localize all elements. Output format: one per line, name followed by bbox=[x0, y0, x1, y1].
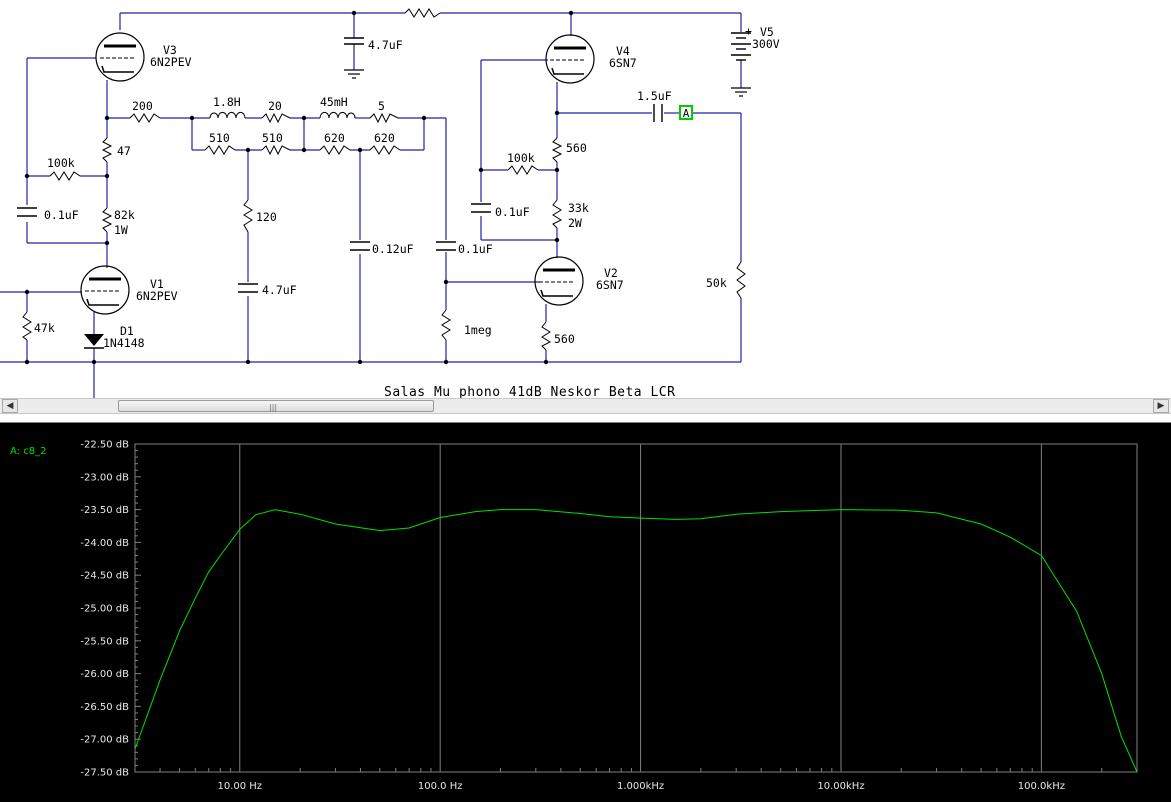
v5-ref: V5 bbox=[760, 25, 774, 39]
capacitor-symbols bbox=[17, 37, 663, 293]
label-r50k: 50k bbox=[706, 276, 727, 290]
label-r47: 47 bbox=[117, 144, 131, 158]
label-r510a: 510 bbox=[209, 131, 230, 145]
probe-marker[interactable] bbox=[679, 105, 693, 120]
v5-value: 300V bbox=[752, 37, 780, 51]
y-tick-label: -22.50 dB bbox=[80, 440, 129, 451]
y-tick-label: -26.00 dB bbox=[80, 669, 129, 680]
y-axis-ticks: -22.50 dB -23.00 dB -23.50 dB -24.00 dB -24.… bbox=[80, 440, 129, 779]
trace-line[interactable] bbox=[134, 509, 1138, 773]
label-c01-left: 0.1uF bbox=[44, 208, 79, 222]
label-r47k: 47k bbox=[34, 321, 55, 335]
label-c012: 0.12uF bbox=[372, 242, 414, 256]
v1-model: 6N2PEV bbox=[136, 289, 178, 303]
y-tick-label: -24.00 dB bbox=[80, 538, 129, 549]
label-r560-top: 560 bbox=[566, 141, 587, 155]
y-tick-label: -26.50 dB bbox=[80, 702, 129, 713]
y-tick-label: -23.00 dB bbox=[80, 472, 129, 483]
arrow-left-icon: ◀ bbox=[6, 401, 14, 411]
label-r560-bottom: 560 bbox=[554, 332, 575, 346]
scroll-thumb[interactable]: ||| bbox=[118, 400, 434, 412]
bode-plot-panel[interactable]: -22.50 dB -23.00 dB -23.50 dB -24.00 dB -24.… bbox=[0, 422, 1171, 802]
tube-symbols bbox=[80, 32, 595, 315]
y-tick-label: -24.50 dB bbox=[80, 571, 129, 582]
schematic-wires bbox=[0, 12, 742, 398]
v3-ref: V3 bbox=[163, 43, 177, 57]
plot-grid bbox=[134, 443, 1138, 773]
tube-v4 bbox=[545, 34, 595, 84]
trace-label: A: c8_2 bbox=[10, 446, 46, 457]
junction-dots bbox=[24, 10, 574, 365]
y-tick-label: -25.50 dB bbox=[80, 636, 129, 647]
scroll-left-button[interactable]: ◀ bbox=[2, 399, 18, 413]
resistor-symbols bbox=[22, 8, 746, 351]
y-tick-label: -25.00 dB bbox=[80, 604, 129, 615]
label-l18: 1.8H bbox=[213, 95, 241, 109]
tube-v1 bbox=[80, 265, 130, 315]
label-c47-mid: 4.7uF bbox=[262, 283, 297, 297]
y-tick-label: -27.50 dB bbox=[80, 768, 129, 779]
v3-model: 6N2PEV bbox=[150, 55, 192, 69]
label-c01-right: 0.1uF bbox=[495, 205, 530, 219]
label-r510b: 510 bbox=[262, 131, 283, 145]
arrow-right-icon: ▶ bbox=[1157, 401, 1165, 411]
label-c47-top: 4.7uF bbox=[368, 38, 403, 52]
label-r100k-right: 100k bbox=[507, 151, 535, 165]
tube-v3 bbox=[95, 32, 145, 82]
v4-model: 6SN7 bbox=[609, 56, 637, 70]
schematic-canvas[interactable]: A V3 6N2PEV V1 6N2PEV V4 6SN7 V2 6SN7 + … bbox=[0, 0, 1171, 398]
label-c15: 1.5uF bbox=[637, 89, 672, 103]
schematic-title: Salas Mu phono 41dB Neskor Beta LCR bbox=[384, 385, 675, 398]
label-l45: 45mH bbox=[320, 95, 348, 109]
v2-ref: V2 bbox=[604, 266, 618, 280]
label-r82k-watt: 1W bbox=[114, 223, 128, 237]
inductor-symbols bbox=[209, 111, 356, 119]
ground-symbols bbox=[344, 69, 751, 97]
y-tick-label: -23.50 dB bbox=[80, 505, 129, 516]
tube-v2 bbox=[534, 256, 584, 306]
v1-ref: V1 bbox=[150, 277, 164, 291]
label-r200: 200 bbox=[132, 99, 153, 113]
v2-model: 6SN7 bbox=[596, 278, 624, 292]
label-r620a: 620 bbox=[324, 131, 345, 145]
d1-ref: D1 bbox=[120, 324, 134, 338]
label-r620b: 620 bbox=[374, 131, 395, 145]
label-r82k: 82k bbox=[114, 208, 135, 222]
v5-plus: + bbox=[745, 24, 752, 38]
label-c01-mid: 0.1uF bbox=[458, 242, 493, 256]
diode-symbol bbox=[84, 334, 104, 349]
x-tick-label: 100.0kHz bbox=[1018, 781, 1065, 792]
d1-model: 1N4148 bbox=[103, 336, 145, 350]
pane-splitter[interactable] bbox=[0, 414, 1171, 422]
x-tick-label: 1.000kHz bbox=[617, 781, 664, 792]
y-tick-label: -27.00 dB bbox=[80, 735, 129, 746]
label-r100k-left: 100k bbox=[47, 156, 75, 170]
x-tick-label: 10.00 Hz bbox=[217, 781, 262, 792]
label-r120: 120 bbox=[256, 210, 277, 224]
label-r1meg: 1meg bbox=[464, 323, 492, 337]
x-axis-ticks: 10.00 Hz 100.0 Hz 1.000kHz 10.00kHz 100.0kHz bbox=[217, 781, 1064, 792]
label-r20: 20 bbox=[268, 99, 282, 113]
probe-label: A bbox=[683, 107, 690, 120]
label-r33k-watt: 2W bbox=[568, 216, 582, 230]
horizontal-scrollbar[interactable]: ◀ ||| ▶ bbox=[0, 398, 1171, 414]
v4-ref: V4 bbox=[616, 44, 630, 58]
label-r5: 5 bbox=[378, 99, 385, 113]
grip-icon: ||| bbox=[269, 403, 278, 412]
battery-symbol bbox=[731, 32, 751, 61]
scroll-right-button[interactable]: ▶ bbox=[1153, 399, 1169, 413]
plot-frame bbox=[134, 443, 1138, 773]
x-tick-label: 100.0 Hz bbox=[418, 781, 463, 792]
bode-plot: -22.50 dB -23.00 dB -23.50 dB -24.00 dB -24.… bbox=[10, 440, 1138, 792]
x-tick-label: 10.00kHz bbox=[817, 781, 864, 792]
label-r33k: 33k bbox=[568, 201, 589, 215]
